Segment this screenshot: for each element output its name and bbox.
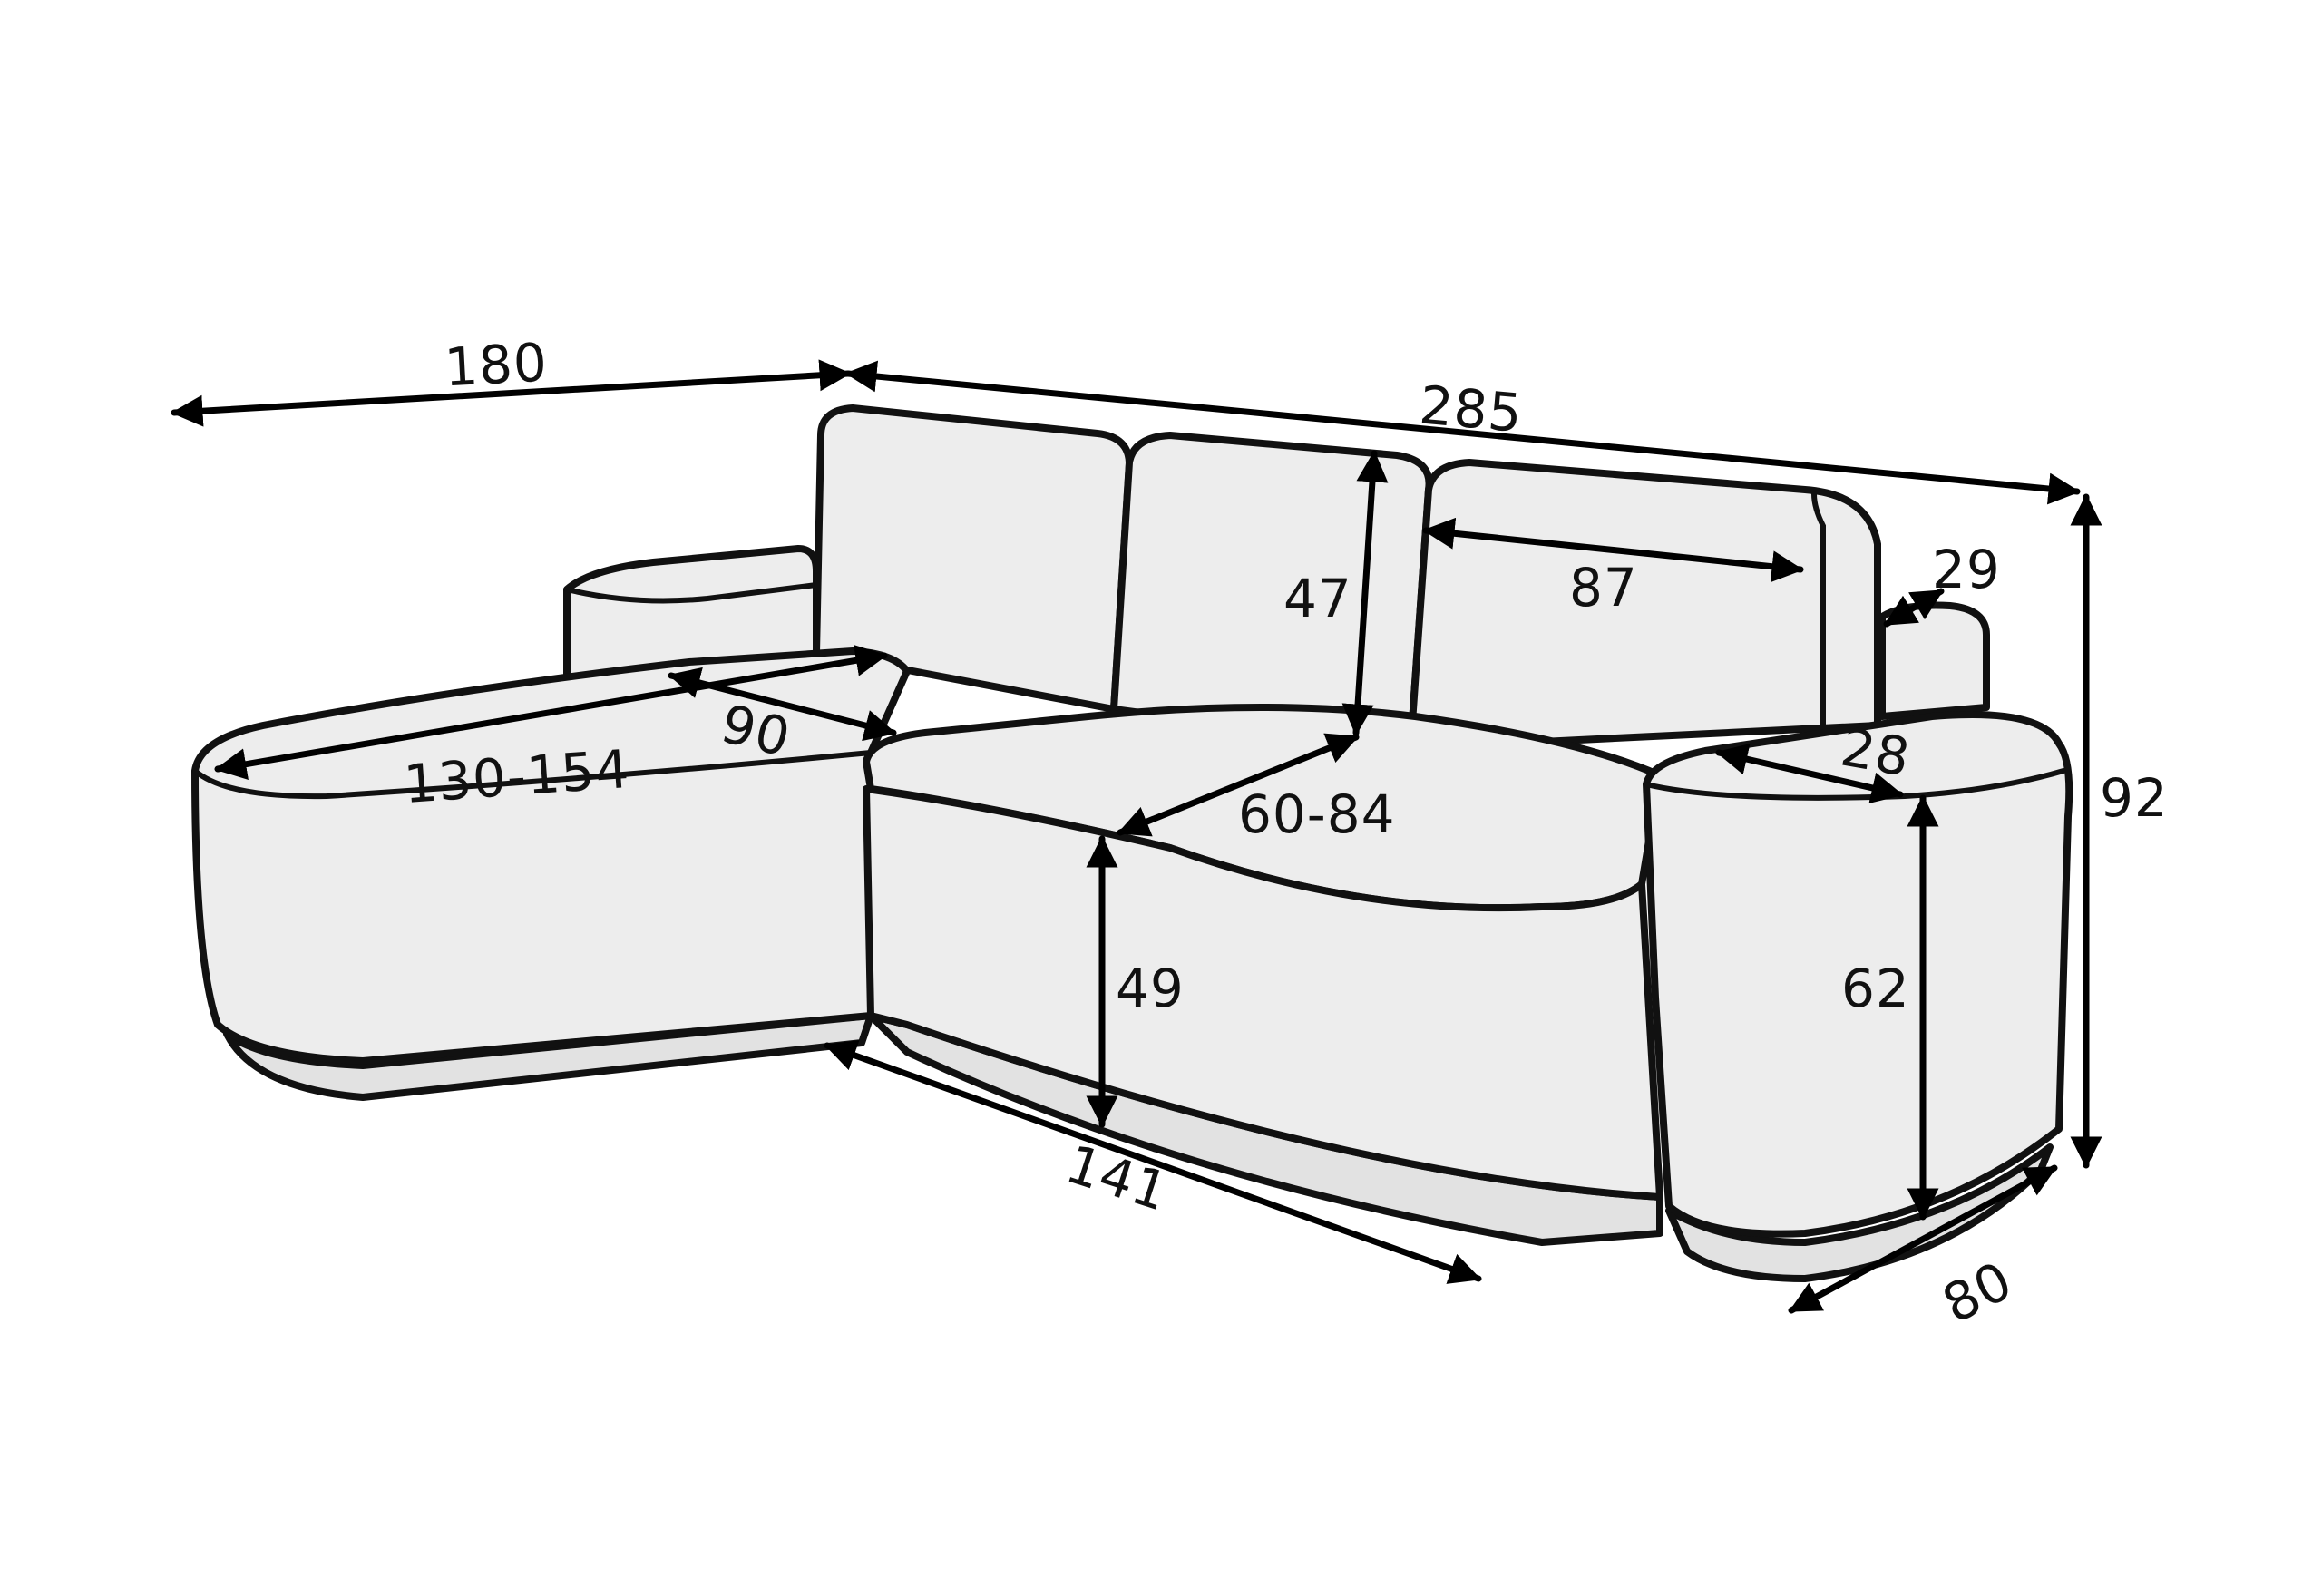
dim-line-total-depth: [1788, 1164, 2058, 1314]
label-total-height: 92: [2100, 767, 2169, 829]
back-cushion-middle: [1110, 432, 1433, 752]
dimension-lines: [171, 359, 2102, 1314]
label-back-cushion-height: 47: [1283, 568, 1352, 629]
label-armrest-height: 62: [1841, 958, 1910, 1019]
back-cushion-right: [1407, 459, 1881, 752]
dim-line-back-cushion-width: [1422, 517, 1804, 583]
dim-line-seat-section-width: [824, 1040, 1482, 1284]
left-rear-armrest-top: [564, 582, 819, 604]
dim-line-chaise-seat-width: [668, 667, 897, 742]
dim-line-seat-depth: [1117, 733, 1360, 837]
label-armrest-top-depth: 29: [1932, 539, 2001, 600]
label-total-depth: 80: [1933, 1250, 2022, 1336]
dim-line-back-cushion-height: [1341, 450, 1389, 736]
arm-base-plinth: [1665, 1143, 2054, 1282]
right-rear-armrest: [1878, 601, 1990, 720]
label-chaise-length: 180: [443, 331, 549, 398]
sofa-drawing: [191, 404, 2073, 1282]
label-total-width: 285: [1417, 374, 1525, 444]
right-front-armrest: [1643, 711, 2073, 1238]
label-armrest-width: 28: [1837, 716, 1915, 789]
dim-line-armrest-width: [1715, 744, 1904, 803]
dim-line-total-width: [844, 360, 2081, 505]
label-seat-height: 49: [1116, 958, 1185, 1019]
dim-line-armrest-top-depth: [1883, 588, 1945, 628]
label-back-cushion-width: 87: [1569, 557, 1638, 618]
label-seat-depth: 60-84: [1238, 783, 1396, 845]
dim-line-chaise-length: [171, 359, 852, 427]
